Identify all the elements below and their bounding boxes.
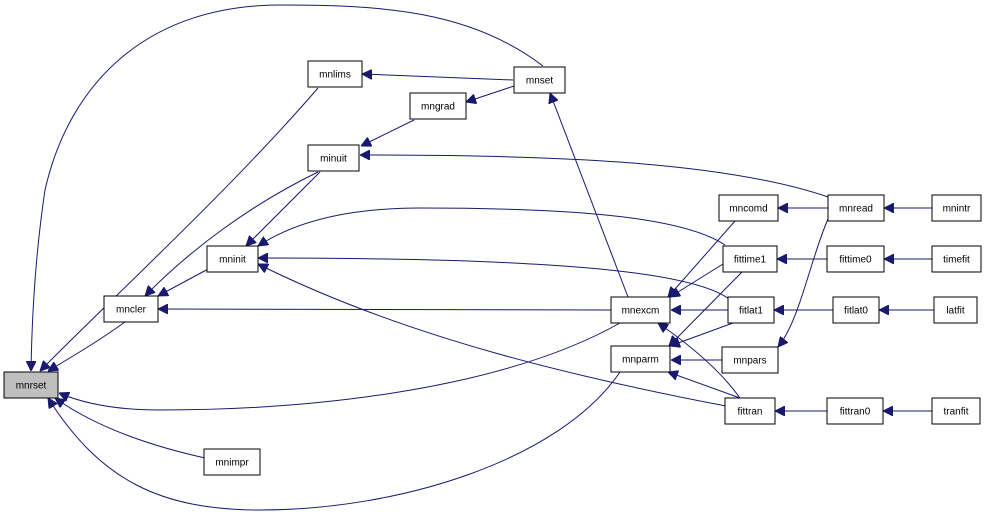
node-box	[931, 194, 982, 222]
node-label: mnpars	[733, 356, 766, 367]
edge-mnparm-to-mnrset	[48, 371, 621, 511]
node-box	[203, 448, 261, 476]
node-mnread[interactable]: mnread	[827, 194, 885, 222]
edge-fitlat1-to-mnexcm	[658, 323, 741, 399]
node-tranfit[interactable]: tranfit	[931, 397, 981, 425]
edge-fittran-to-mnparm	[669, 271, 743, 346]
edge-mnexcm-to-mnrset	[59, 322, 621, 411]
edge-mnread-to-minuit	[360, 155, 829, 198]
node-label: mnset	[526, 76, 553, 87]
node-label: mngrad	[421, 102, 455, 113]
node-label: mncomd	[729, 204, 767, 215]
node-label: timefit	[943, 255, 970, 266]
node-label: fittran	[737, 407, 762, 418]
node-label: mnlims	[319, 70, 351, 81]
edge-minuit-to-mncler	[145, 171, 319, 296]
node-mnparm[interactable]: mnparm	[610, 345, 671, 373]
node-label: mnexcm	[622, 306, 660, 317]
node-box	[3, 371, 59, 399]
edge-mnexcm-to-mnset	[550, 93, 629, 298]
node-label: latfit	[946, 306, 965, 317]
edge-mncomd-to-mnexcm	[670, 263, 724, 297]
node-mncomd[interactable]: mncomd	[718, 194, 779, 222]
node-fittime1[interactable]: fittime1	[722, 245, 778, 273]
node-box	[722, 245, 778, 273]
node-box	[718, 194, 779, 222]
node-box	[206, 245, 259, 273]
edge-mnset-to-mnrset	[31, 4, 544, 371]
node-box	[513, 66, 566, 94]
edge-fitlat1-to-mninit	[258, 258, 730, 300]
edge-minuit-to-mninit	[246, 171, 321, 246]
node-box	[826, 245, 885, 273]
node-label: fittran0	[840, 407, 871, 418]
edge-mnimpr-to-mnrset	[55, 398, 206, 459]
edge-mnset-to-mnlims	[362, 74, 514, 81]
node-box	[721, 346, 779, 374]
node-timefit[interactable]: timefit	[931, 245, 982, 273]
node-box	[610, 345, 671, 373]
node-label: mncler	[116, 305, 147, 316]
node-label: mnrset	[16, 381, 47, 392]
edge-layer	[31, 5, 934, 510]
node-box	[826, 397, 884, 425]
node-label: fittime0	[839, 255, 872, 266]
node-latfit[interactable]: latfit	[933, 296, 978, 324]
node-fittime0[interactable]: fittime0	[826, 245, 885, 273]
node-label: mnread	[839, 204, 873, 215]
edge-mngrad-to-minuit	[361, 119, 415, 146]
node-box	[724, 397, 776, 425]
node-label: mnintr	[943, 204, 971, 215]
node-box	[931, 397, 981, 425]
node-mnrset[interactable]: mnrset	[3, 371, 59, 399]
edge-mnlims-to-mnrset	[40, 87, 319, 371]
node-minuit[interactable]: minuit	[307, 144, 360, 172]
node-box	[933, 296, 978, 324]
node-mnintr[interactable]: mnintr	[931, 194, 982, 222]
node-mngrad[interactable]: mngrad	[409, 92, 467, 120]
node-box	[307, 144, 360, 172]
node-mnset[interactable]: mnset	[513, 66, 566, 94]
edge-fittran-to-mninit	[258, 264, 727, 407]
node-mnlims[interactable]: mnlims	[307, 60, 363, 88]
node-box	[827, 194, 885, 222]
edge-fittime1-to-mninit	[258, 207, 726, 246]
node-label: fittime1	[734, 255, 767, 266]
node-layer: mnrset mnlims mnset mngrad minuit mninit mncle…	[3, 60, 982, 476]
node-box	[931, 245, 982, 273]
node-label: mninit	[219, 255, 246, 266]
node-mncler[interactable]: mncler	[103, 295, 159, 323]
node-box	[832, 296, 880, 324]
edge-mninit-to-mncler	[158, 267, 211, 296]
edge-mnset-to-mngrad	[466, 85, 515, 102]
edge-fitlat1-to-mnparm	[668, 372, 741, 399]
node-label: fitlat1	[739, 306, 763, 317]
node-label: fitlat0	[844, 306, 868, 317]
node-box	[409, 92, 467, 120]
node-label: mnparm	[622, 355, 659, 366]
node-box	[103, 295, 159, 323]
edge-mnpars-to-mnparm	[670, 322, 734, 346]
node-mnimpr[interactable]: mnimpr	[203, 448, 261, 476]
node-label: tranfit	[943, 407, 968, 418]
node-fitlat0[interactable]: fitlat0	[832, 296, 880, 324]
edge-mnexcm-to-mncler	[158, 309, 612, 310]
edge-mnread-to-mncomd	[778, 218, 829, 347]
node-fitlat1[interactable]: fitlat1	[727, 296, 775, 324]
node-box	[307, 60, 363, 88]
edge-mnparm-to-mnimpr	[668, 220, 736, 297]
node-box	[727, 296, 775, 324]
node-box	[610, 296, 671, 324]
node-label: mnimpr	[215, 458, 249, 469]
edge-mncler-to-mnrset	[48, 321, 126, 371]
node-fittran0[interactable]: fittran0	[826, 397, 884, 425]
node-mnexcm[interactable]: mnexcm	[610, 296, 671, 324]
node-mnpars[interactable]: mnpars	[721, 346, 779, 374]
node-label: minuit	[320, 154, 347, 165]
node-mninit[interactable]: mninit	[206, 245, 259, 273]
node-fittran[interactable]: fittran	[724, 397, 776, 425]
